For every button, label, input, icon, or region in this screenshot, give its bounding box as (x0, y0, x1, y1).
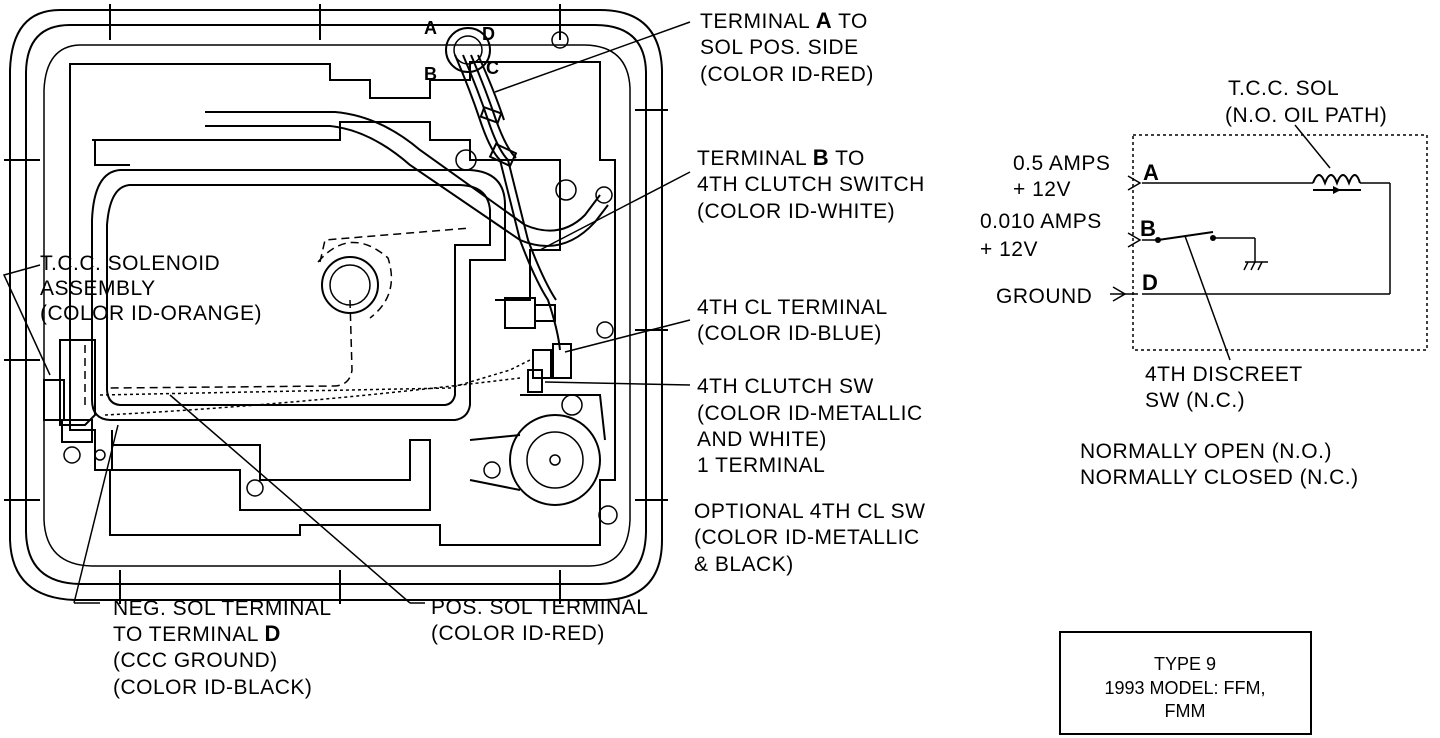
discreet-sw-line1: 4TH DISCREET (1145, 363, 1303, 386)
terminal-b-suffix: TO (829, 147, 865, 170)
tcc-sol-line1: T.C.C. SOL (1228, 77, 1339, 100)
pos-sol-line2: (COLOR ID-RED) (431, 622, 605, 645)
optional-sw-line3: & BLACK) (694, 553, 794, 576)
tcc-sol-line2: (N.O. OIL PATH) (1225, 104, 1387, 127)
neg-sol-line1: NEG. SOL TERMINAL (113, 597, 332, 620)
neg-sol-line4: (COLOR ID-BLACK) (113, 676, 312, 699)
model-box-line1: TYPE 9 (1154, 654, 1216, 674)
callout-neg-sol: NEG. SOL TERMINAL TO TERMINAL D (CCC GRO… (113, 597, 332, 699)
svg-text:TERMINAL B TO: TERMINAL B TO (697, 145, 865, 170)
leader-lines (2, 21, 691, 604)
discreet-sw-line2: SW (N.C.) (1145, 389, 1245, 412)
schematic-line-a: 0.5 AMPS + 12V A (1013, 152, 1159, 201)
transmission-pan-drawing (4, 4, 668, 604)
terminal-b-letter: B (813, 145, 829, 170)
line-b-amps: 0.010 AMPS (980, 210, 1102, 233)
tcc-assembly-line3: (COLOR ID-ORANGE) (40, 302, 262, 325)
cl-terminal-line1: 4TH CL TERMINAL (697, 296, 888, 319)
neg-sol-line3: (CCC GROUND) (113, 649, 278, 672)
terminal-b-line2: 4TH CLUTCH SWITCH (697, 173, 925, 196)
clutch-sw-line2: (COLOR ID-METALLIC (697, 402, 923, 425)
terminal-a-suffix: TO (832, 10, 868, 33)
legend-nc: NORMALLY CLOSED (N.C.) (1080, 466, 1359, 489)
connector-pin-labels: A D B C (424, 18, 499, 84)
tcc-schematic (1110, 124, 1428, 361)
neg-sol-line2-prefix: TO TERMINAL (113, 623, 264, 646)
callout-terminal-b: TERMINAL B TO 4TH CLUTCH SWITCH (COLOR I… (697, 145, 925, 223)
terminal-a-prefix: TERMINAL (700, 10, 816, 33)
clutch-sw-line3: AND WHITE) (697, 428, 827, 451)
terminal-a-line2: SOL POS. SIDE (700, 36, 859, 59)
ground-label: GROUND (996, 285, 1092, 308)
pin-a-label: A (424, 18, 437, 38)
line-a-amps: 0.5 AMPS (1013, 152, 1110, 175)
terminal-b-prefix: TERMINAL (697, 147, 813, 170)
model-box-line2: 1993 MODEL: FFM, (1104, 678, 1265, 698)
line-b-letter: B (1140, 216, 1156, 241)
tcc-assembly-line1: T.C.C. SOLENOID (40, 252, 220, 275)
pos-sol-line1: POS. SOL TERMINAL (431, 596, 648, 619)
callout-pos-sol: POS. SOL TERMINAL (COLOR ID-RED) (431, 596, 648, 645)
callout-4th-cl-terminal: 4TH CL TERMINAL (COLOR ID-BLUE) (697, 296, 888, 345)
terminal-a-letter: A (816, 8, 832, 33)
pin-b-label: B (424, 64, 437, 84)
model-box-line3: FMM (1165, 701, 1206, 721)
model-info-box: TYPE 9 1993 MODEL: FFM, FMM (1059, 631, 1312, 735)
callout-tcc-assembly: T.C.C. SOLENOID ASSEMBLY (COLOR ID-ORANG… (40, 252, 262, 325)
schematic-tcc-sol-label: T.C.C. SOL (N.O. OIL PATH) (1225, 77, 1387, 127)
optional-sw-line1: OPTIONAL 4TH CL SW (694, 500, 925, 523)
pin-d-label: D (482, 24, 495, 44)
schematic-line-b: 0.010 AMPS + 12V B (980, 210, 1156, 261)
terminal-b-line3: (COLOR ID-WHITE) (697, 200, 895, 223)
schematic-line-d: GROUND D (996, 270, 1158, 308)
legend-no: NORMALLY OPEN (N.O.) (1080, 440, 1332, 463)
pin-c-label: C (486, 58, 499, 78)
line-a-volts: + 12V (1013, 178, 1071, 201)
terminal-a-line3: (COLOR ID-RED) (700, 63, 874, 86)
cl-terminal-line2: (COLOR ID-BLUE) (697, 322, 882, 345)
callout-4th-clutch-sw: 4TH CLUTCH SW (COLOR ID-METALLIC AND WHI… (697, 375, 923, 477)
callout-optional-sw: OPTIONAL 4TH CL SW (COLOR ID-METALLIC & … (694, 500, 925, 576)
line-b-volts: + 12V (980, 238, 1038, 261)
line-a-letter: A (1143, 160, 1159, 185)
line-d-letter: D (1142, 270, 1158, 295)
svg-text:TO TERMINAL D: TO TERMINAL D (113, 621, 281, 646)
clutch-sw-line1: 4TH CLUTCH SW (697, 375, 874, 398)
callout-terminal-a: TERMINAL A TO SOL POS. SIDE (COLOR ID-RE… (700, 8, 874, 86)
schematic-discreet-sw-label: 4TH DISCREET SW (N.C.) (1145, 363, 1303, 412)
clutch-sw-line4: 1 TERMINAL (697, 454, 825, 477)
schematic-legend: NORMALLY OPEN (N.O.) NORMALLY CLOSED (N.… (1080, 440, 1359, 489)
svg-text:TERMINAL A TO: TERMINAL A TO (700, 8, 868, 33)
neg-sol-letter: D (264, 621, 280, 646)
tcc-assembly-line2: ASSEMBLY (40, 277, 156, 300)
optional-sw-line2: (COLOR ID-METALLIC (694, 526, 920, 549)
